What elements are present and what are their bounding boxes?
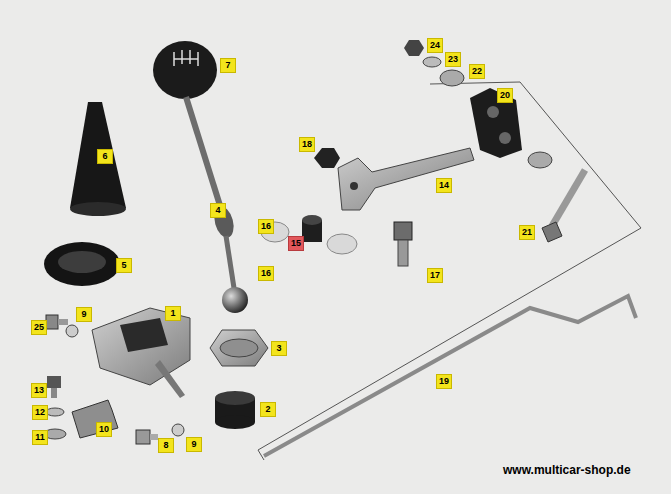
callout-number: 13 (31, 383, 47, 398)
callout-number: 16 (258, 219, 274, 234)
callout-number: 3 (271, 341, 287, 356)
callout-number: 17 (427, 268, 443, 283)
callout-number: 8 (158, 438, 174, 453)
callout-number: 24 (427, 38, 443, 53)
callout-number: 10 (96, 422, 112, 437)
callout-number: 23 (445, 52, 461, 67)
callout-number: 19 (436, 374, 452, 389)
callout-number: 9 (186, 437, 202, 452)
callout-number: 20 (497, 88, 513, 103)
callout-number: 12 (32, 405, 48, 420)
callout-number: 15 (288, 236, 304, 251)
callout-number: 9 (76, 307, 92, 322)
callout-number: 21 (519, 225, 535, 240)
callout-number: 1 (165, 306, 181, 321)
callout-number: 5 (116, 258, 132, 273)
callout-number: 7 (220, 58, 236, 73)
callout-number: 6 (97, 149, 113, 164)
callout-number: 18 (299, 137, 315, 152)
callout-number: 14 (436, 178, 452, 193)
watermark: www.multicar-shop.de (503, 463, 631, 478)
callout-number: 11 (32, 430, 48, 445)
callout-number: 25 (31, 320, 47, 335)
callout-number: 22 (469, 64, 485, 79)
callout-number: 16 (258, 266, 274, 281)
callout-number: 4 (210, 203, 226, 218)
callout-number: 2 (260, 402, 276, 417)
